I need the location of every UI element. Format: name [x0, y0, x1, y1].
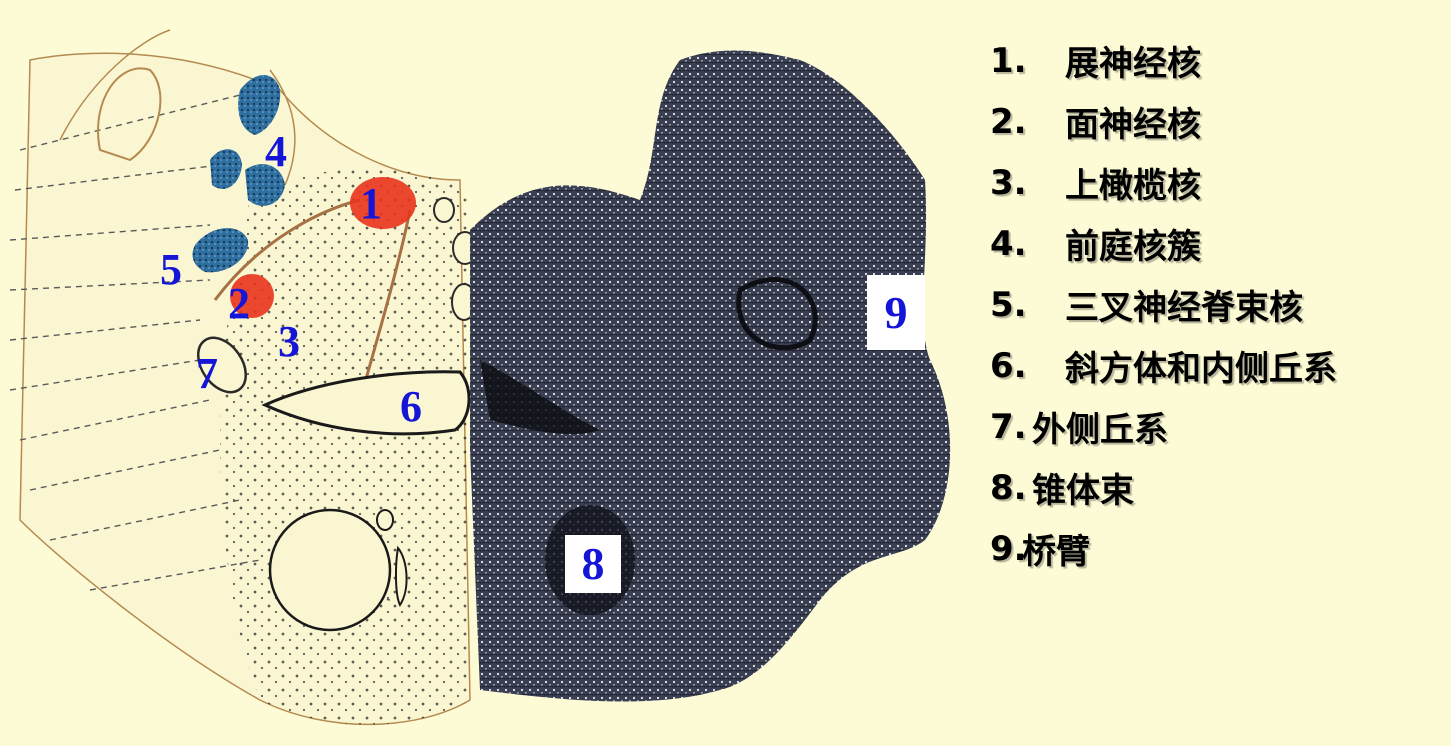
legend-item-7-num: 7. [990, 406, 1027, 447]
legend-item-2-text: 面神经核 [1065, 105, 1201, 145]
legend-item-2-num: 2. [990, 101, 1027, 142]
legend-item-8: 8. 锥体束 [990, 457, 1445, 518]
legend-item-1: 1. 展神经核 [990, 30, 1445, 91]
legend-item-1-num: 1. [990, 40, 1027, 81]
trigeminal-nucleus [192, 228, 249, 273]
legend-item-3-num: 3. [990, 162, 1027, 203]
label-6: 6 [400, 382, 422, 431]
legend-item-1-text: 展神经核 [1065, 44, 1201, 84]
legend-item-5: 5. 三叉神经脊束核 [990, 274, 1445, 335]
label-1: 1 [360, 179, 382, 228]
vestibular-nucleus-b [210, 149, 242, 189]
legend-item-7: 7. 外侧丘系 [990, 396, 1445, 457]
fiber-dash-lines [9, 94, 391, 601]
legend-item-9-text: 桥臂 [1022, 532, 1090, 572]
legend-item-8-num: 8. [990, 467, 1027, 508]
label-5: 5 [160, 245, 182, 294]
pyramidal-tract-outline [268, 508, 392, 632]
label-2: 2 [228, 279, 250, 328]
brainstem-section-illustration [9, 29, 951, 726]
dark-pons-tissue [470, 50, 951, 702]
legend-item-7-text: 外侧丘系 [1032, 410, 1168, 450]
legend-item-4-text: 前庭核簇 [1065, 227, 1201, 267]
legend-item-6-num: 6. [990, 345, 1027, 386]
facial-nucleus [230, 274, 274, 318]
legend-item-8-text: 锥体束 [1032, 471, 1134, 511]
legend-item-3-text: 上橄榄核 [1065, 166, 1201, 206]
vestibular-nucleus-a [238, 75, 281, 135]
legend-item-6-text: 斜方体和内侧丘系 [1065, 349, 1337, 389]
trapezoid-body-shape [261, 370, 471, 436]
vestibular-nucleus-c [245, 164, 285, 206]
legend-item-4: 4. 前庭核簇 [990, 213, 1445, 274]
label-7: 7 [196, 349, 218, 398]
legend-item-4-num: 4. [990, 223, 1027, 264]
legend-item-5-num: 5. [990, 284, 1027, 325]
legend-item-5-text: 三叉神经脊束核 [1065, 288, 1303, 328]
legend-item-9: 9. 桥臂 [990, 518, 1445, 579]
legend-item-2: 2. 面神经核 [990, 91, 1445, 152]
legend-item-6: 6. 斜方体和内侧丘系 [990, 335, 1445, 396]
legend-list: 1. 展神经核 2. 面神经核 3. 上橄榄核 4. 前庭核簇 5. 三叉神经脊… [990, 30, 1445, 579]
legend-item-3: 3. 上橄榄核 [990, 152, 1445, 213]
label-9: 9 [867, 275, 925, 350]
lateral-lemniscus-shape [196, 336, 248, 394]
abducens-nucleus [350, 177, 416, 229]
label-4: 4 [265, 127, 287, 176]
legend-item-9-num: 9. [990, 528, 1027, 569]
label-8: 8 [565, 535, 621, 593]
label-3: 3 [278, 317, 300, 366]
